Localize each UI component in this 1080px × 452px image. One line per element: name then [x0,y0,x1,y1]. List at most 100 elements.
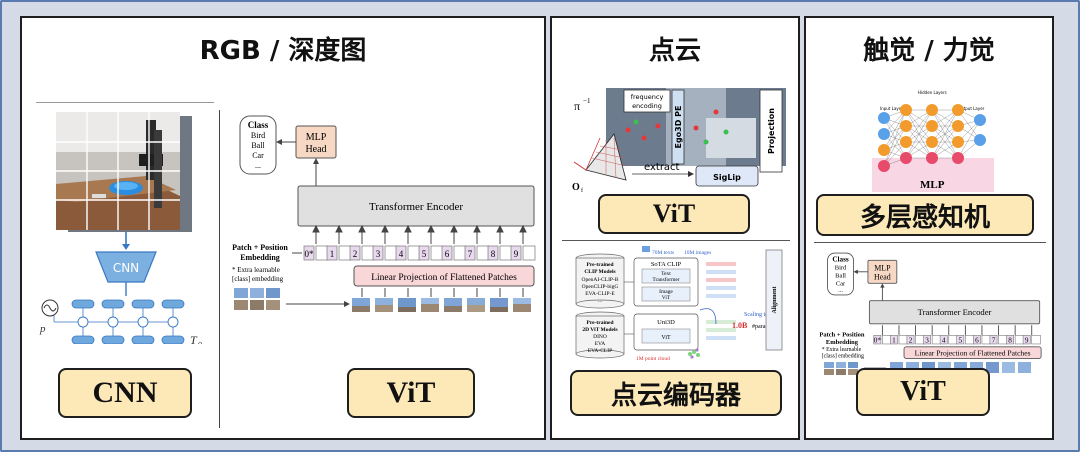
mlp-caption: MLP [920,179,945,191]
uni3d-label: Uni3D [657,319,675,326]
alignment-label: Alignment [772,286,778,313]
s-token-7: 7 [992,337,996,345]
s-class-ball: Ball [835,273,846,280]
clip-openai: OpenAI-CLIP-B [582,277,619,283]
tag-mlp[interactable]: 多层感知机 [816,194,1034,236]
tag-pointcloud-encoder[interactable]: 点云编码器 [570,370,782,416]
freq-line2: encoding [632,102,662,110]
token-8: 8 [491,249,496,259]
flattened-patches [352,298,531,312]
cnn-block [95,251,157,283]
pointcloud-bottom-diagram: Pre-trained CLIP Models OpenAI-CLIP-B Op… [575,246,783,362]
s-extra-2: [class] embedding [822,354,864,360]
scaling-to: Scaling to [744,312,768,318]
s-class-car: Car [836,281,846,288]
output-layer: Output Layer [958,106,985,111]
vit2d-dino: DINO [593,334,607,340]
origin-sub: f [581,187,583,194]
params-label: #params [752,324,773,330]
token-6: 6 [445,249,450,259]
class-ellipsis: ... [255,161,261,170]
token-0: 0* [305,249,315,259]
s-token-9: 9 [1025,337,1029,345]
token-1: 1 [330,249,335,259]
pointcloud-top-diagram: π −1 frequency encoding Ego3D PE Project… [572,88,786,194]
s-mlp-head-2: Head [874,273,891,282]
s-mlp-head-1: MLP [874,263,891,272]
encoder-label: Transformer Encoder [369,201,463,213]
divider-top [36,102,214,103]
s-token-8: 8 [1008,337,1012,345]
embed-label-line1: Patch + Position [232,243,288,252]
vit2d-title1: Pre-trained [586,320,613,326]
mlp-head-line2: Head [305,144,326,155]
panel-title-tactile: 触觉 / 力觉 [863,36,995,66]
vit2d-title2: 2D ViT Models [582,327,617,333]
tag-vit-tactile[interactable]: ViT [856,368,990,416]
image-vit-2: ViT [662,295,671,301]
token-9: 9 [514,249,519,259]
mlp-diagram: Input Layer Hidden Layers Output Layer M… [872,90,994,192]
extra-note-line1: * Extra learnable [232,266,280,274]
s-token-1: 1 [892,337,896,345]
token-4: 4 [399,249,404,259]
token-7: 7 [468,249,473,259]
cnn-output-subscript: o [198,339,202,344]
origin-label: O [572,182,580,193]
images-count: 10M images [684,250,711,256]
s-token-2: 2 [909,337,913,345]
text-tr-1: Text [661,271,671,277]
ego3d-label: Ego3D PE [674,105,683,148]
small-patch-row [824,362,1031,375]
s-extra-1: * Extra learnable [822,347,862,353]
robot-scene-image [56,112,192,232]
vit2d-evaclip: EVA-CLIP [588,348,612,354]
panel-tactile-force: 触觉 / 力觉 Input Layer Hidden Layers Output… [804,16,1054,440]
s-class-label: Class [832,256,849,264]
texts-count: 70M texts [652,250,674,256]
tactile-divider [814,242,1046,243]
extra-note-line2: [class] embedding [232,275,284,283]
cnn-input-symbol: p [39,323,46,335]
uni3d-vit: ViT [661,335,671,341]
tag-vit-rgb[interactable]: ViT [347,368,475,418]
s-token-5: 5 [958,337,962,345]
projection-vertical: Projection [767,108,776,154]
token-3: 3 [376,249,381,259]
scale-value: 1.0B [732,321,748,330]
cnn-output-symbol: T [190,333,198,344]
embed-label-line2: Embedding [240,253,280,262]
hidden-layer: Hidden Layers [918,90,947,95]
panel-title-pointcloud: 点云 [648,36,701,66]
token-2: 2 [353,249,358,259]
clip-openclip: OpenCLIP-bigG [582,284,619,290]
s-embed-2: Embedding [826,339,859,346]
s-embed-1: Patch + Position [819,332,865,339]
s-class-bird: Bird [835,265,847,272]
clip-title2: CLIP Models [584,269,615,275]
class-car: Car [252,151,264,160]
cnn-block-label: CNN [113,261,139,275]
token-row [303,245,536,261]
s-token-6: 6 [975,337,979,345]
s-encoder-label: Transformer Encoder [918,307,992,317]
tag-cnn[interactable]: CNN [58,368,192,418]
s-class-ellipsis: ... [838,287,843,294]
pi-inverse-exp: −1 [583,97,591,105]
image-vit-1: Image [659,289,673,295]
class-ball: Ball [251,141,265,150]
clip-title1: Pre-trained [586,262,613,268]
s-token-4: 4 [942,337,946,345]
panel-title-rgb: RGB / 深度图 [199,36,367,66]
siglip-label: SigLip [713,173,741,182]
vit-diagram-large: Class Bird Ball Car ... MLP Head Transfo… [232,115,536,312]
freq-line1: frequency [631,93,664,101]
projection-label: Linear Projection of Flattened Patches [371,272,517,283]
point-cloud-count: 1M point cloud [636,356,670,362]
clip-ellipsis: ... [598,298,603,304]
input-image-grid [234,288,280,310]
panel-rgb-depth: RGB / 深度图 CNN [20,16,546,440]
tag-vit-pointcloud[interactable]: ViT [598,194,750,234]
s-projection: Linear Projection of Flattened Patches [915,349,1031,358]
